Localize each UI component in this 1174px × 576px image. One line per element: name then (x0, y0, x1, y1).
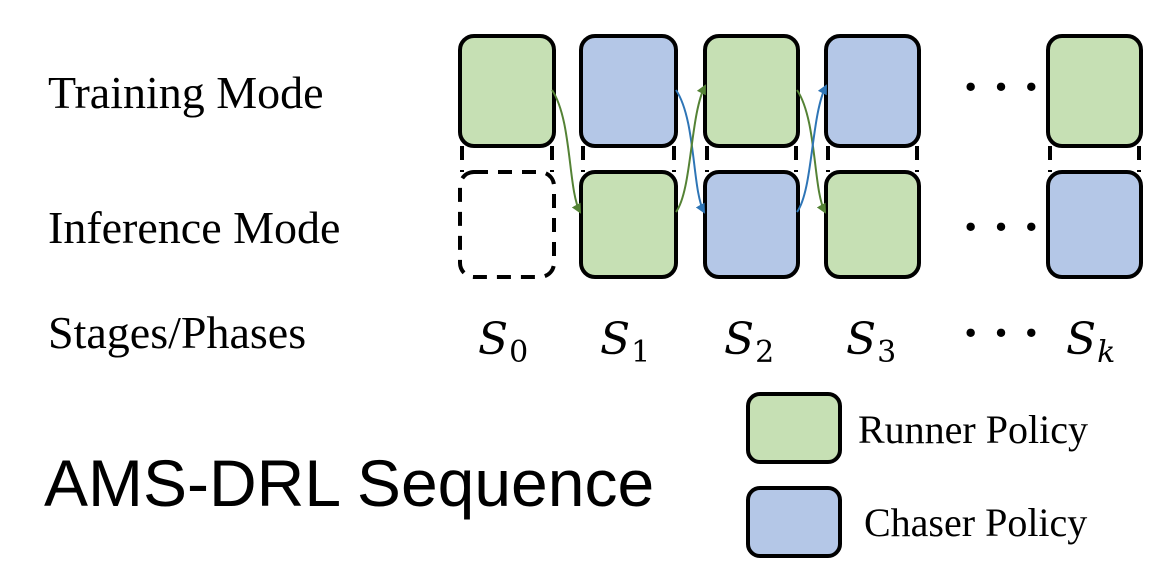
stages-phases-label: Stages/Phases (48, 307, 306, 358)
inference-mode-label: Inference Mode (48, 202, 340, 253)
legend-label-chaser: Chaser Policy (864, 500, 1087, 545)
ellipsis-inference: · · · (962, 199, 1040, 256)
stage-label-s1: S1 (600, 314, 650, 370)
inference-box-sk (1046, 170, 1143, 279)
training-box-sk (1046, 34, 1143, 148)
ellipsis-stages: · · · (962, 305, 1040, 362)
stage-label-sk: Sk (1066, 314, 1115, 370)
legend-swatch-chaser (746, 486, 842, 558)
ellipsis-training: · · · (962, 59, 1040, 116)
inference-box-s2 (703, 170, 800, 279)
arrow-s2-inference-to-s3-training (796, 84, 827, 213)
training-mode-label: Training Mode (48, 67, 324, 118)
stage-label-s3: S3 (846, 314, 896, 370)
arrow-s1-training-to-s2-inference (675, 89, 705, 214)
legend-label-runner: Runner Policy (858, 407, 1088, 452)
stage-label-s0: S0 (478, 314, 528, 370)
training-box-s0 (458, 34, 556, 148)
arrow-s0-training-to-s1-inference (551, 89, 581, 214)
legend-swatch-runner (746, 392, 842, 464)
diagram-title: AMS-DRL Sequence (44, 446, 654, 520)
training-box-s1 (579, 34, 678, 148)
arrow-s1-inference-to-s2-training (675, 84, 706, 213)
inference-box-s0 (458, 170, 556, 279)
inference-box-s1 (579, 170, 678, 279)
training-box-s2 (703, 34, 800, 148)
inference-box-s3 (824, 170, 921, 279)
arrow-s2-training-to-s3-inference (796, 89, 826, 214)
stage-connectors (460, 146, 1141, 172)
stage-label-s2: S2 (724, 314, 774, 370)
training-box-s3 (824, 34, 921, 148)
